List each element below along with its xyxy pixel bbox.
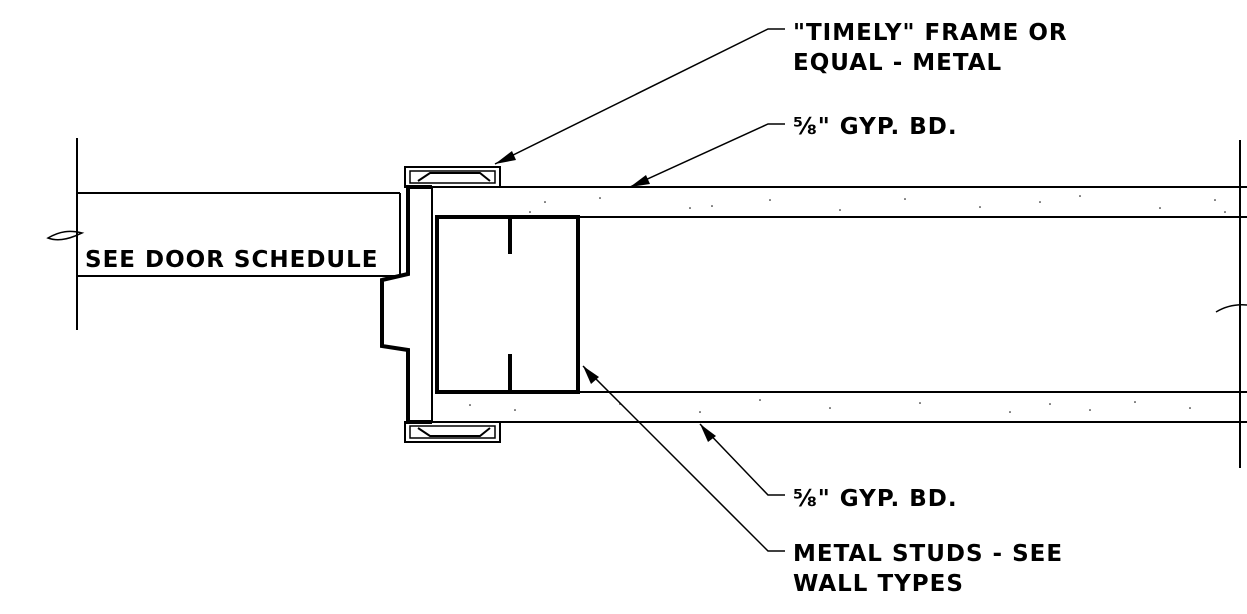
leader-studs (582, 365, 785, 552)
leader-frame (494, 28, 785, 165)
arrowhead-gyp-bottom (700, 424, 716, 442)
metal-frame (380, 166, 501, 443)
frame-trim-top-inner (409, 170, 496, 184)
label-gyp-top: ⅝" GYP. BD. (793, 114, 958, 140)
labels: "TIMELY" FRAME OR EQUAL - METAL ⅝" GYP. … (85, 20, 1068, 597)
wall-break-symbol (1215, 304, 1247, 313)
frame-trim-top (404, 166, 501, 188)
frame-clip-top (417, 172, 491, 182)
gyp-bottom-stipple (469, 399, 1191, 413)
frame-profile (380, 185, 432, 424)
arrowhead-studs (583, 366, 599, 384)
door-slab (46, 138, 401, 330)
gyp-top-stipple (529, 195, 1226, 213)
label-door: SEE DOOR SCHEDULE (85, 247, 378, 273)
label-studs-line1: METAL STUDS - SEE (793, 541, 1063, 567)
frame-clip-bottom (417, 427, 491, 437)
label-studs-line2: WALL TYPES (793, 571, 964, 597)
frame-trim-bottom-inner (409, 425, 496, 439)
leader-gyp-bottom (699, 423, 785, 496)
metal-stud (435, 215, 580, 394)
wall-assembly (469, 140, 1247, 468)
stud-outline (435, 215, 580, 394)
leader-gyp-top (629, 123, 785, 188)
leaders (494, 28, 785, 552)
frame-trim-bottom (404, 421, 501, 443)
label-frame-line2: EQUAL - METAL (793, 50, 1002, 76)
arrowhead-frame (495, 151, 516, 164)
label-frame-line1: "TIMELY" FRAME OR (793, 20, 1068, 46)
label-gyp-bottom: ⅝" GYP. BD. (793, 486, 958, 512)
door-break-symbol (46, 230, 85, 241)
arrowhead-gyp-top (630, 175, 650, 187)
